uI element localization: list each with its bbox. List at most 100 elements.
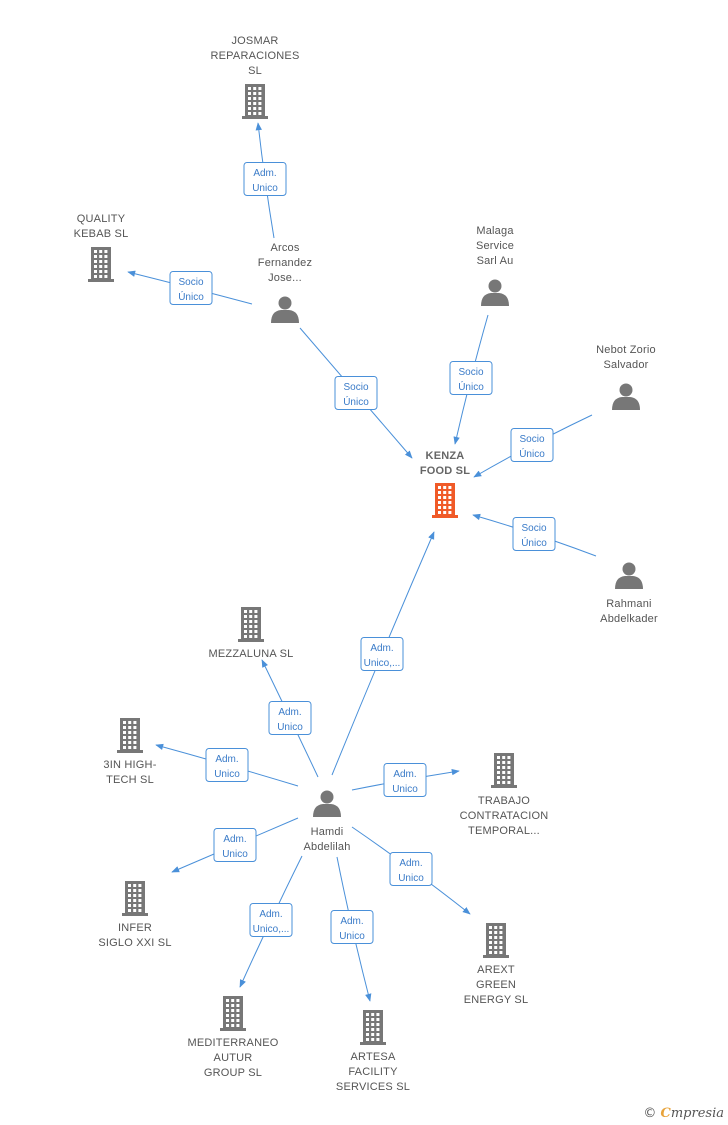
edge-arcos-to-josmar[interactable]: Adm.Unico bbox=[243, 122, 287, 239]
edge-hamdi-to-mediterraneo[interactable]: Adm.Unico,... bbox=[239, 855, 303, 988]
person-head bbox=[622, 562, 636, 576]
edge-label-text: Unico bbox=[398, 873, 424, 884]
building-window bbox=[128, 721, 132, 724]
building-window bbox=[366, 1013, 369, 1016]
building-window bbox=[104, 260, 108, 263]
building-window bbox=[253, 92, 257, 95]
building-window bbox=[133, 899, 137, 902]
building-window bbox=[366, 1023, 369, 1026]
edge-label-text: Adm. bbox=[215, 754, 238, 765]
building-window bbox=[254, 615, 258, 618]
edge-hamdi-to-arext[interactable]: Adm.Unico bbox=[351, 826, 471, 915]
building-window bbox=[123, 731, 126, 734]
building-window bbox=[499, 951, 503, 954]
node-label: Rahmani bbox=[606, 598, 651, 610]
node-arcos[interactable]: ArcosFernandezJose... bbox=[258, 242, 312, 323]
building-icon bbox=[88, 247, 114, 282]
building-window bbox=[448, 511, 452, 514]
building-window bbox=[366, 1018, 369, 1021]
building-window bbox=[376, 1013, 380, 1016]
empresia-logo[interactable]: Cmpresia bbox=[660, 1106, 725, 1121]
building-window bbox=[236, 1014, 240, 1017]
node-trabajo[interactable]: TRABAJOCONTRATACIONTEMPORAL... bbox=[460, 753, 549, 837]
building-window bbox=[128, 889, 131, 892]
building-window bbox=[448, 501, 452, 504]
building-window bbox=[128, 904, 131, 907]
edge-hamdi-to-infer[interactable]: Adm.Unico bbox=[171, 817, 299, 873]
edge-label-text: Adm. bbox=[370, 643, 393, 654]
building-window bbox=[249, 610, 253, 613]
node-mezzaluna[interactable]: MEZZALUNA SL bbox=[209, 607, 294, 660]
person-icon bbox=[271, 296, 299, 323]
building-window bbox=[248, 112, 251, 115]
edge-hamdi-to-artesa[interactable]: Adm.Unico bbox=[330, 856, 374, 1002]
building-window bbox=[248, 107, 251, 110]
edge-label-text: Unico bbox=[392, 784, 418, 795]
building-window bbox=[138, 904, 142, 907]
building-window bbox=[104, 275, 108, 278]
building-window bbox=[497, 766, 500, 769]
building-base bbox=[88, 279, 114, 282]
building-window bbox=[489, 951, 492, 954]
building-window bbox=[258, 92, 262, 95]
building-window bbox=[249, 615, 253, 618]
building-window bbox=[99, 250, 103, 253]
building-window bbox=[443, 501, 447, 504]
building-window bbox=[376, 1018, 380, 1021]
edge-hamdi-to-trabajo[interactable]: Adm.Unico bbox=[351, 763, 460, 797]
node-label: Salvador bbox=[603, 359, 648, 371]
node-label: ENERGY SL bbox=[464, 994, 529, 1006]
building-window bbox=[94, 275, 97, 278]
building-window bbox=[133, 904, 137, 907]
building-window bbox=[133, 889, 137, 892]
building-window bbox=[231, 1019, 235, 1022]
building-window bbox=[438, 501, 441, 504]
building-window bbox=[226, 1004, 229, 1007]
building-window bbox=[371, 1023, 375, 1026]
building-window bbox=[244, 625, 247, 628]
building-window bbox=[376, 1023, 380, 1026]
building-base bbox=[117, 750, 143, 753]
edge-label-box bbox=[389, 852, 433, 886]
edge-hamdi-to-mezzaluna[interactable]: Adm.Unico bbox=[261, 659, 319, 778]
edge-label-text: Socio bbox=[519, 434, 544, 445]
building-window bbox=[226, 1019, 229, 1022]
building-window bbox=[502, 766, 506, 769]
building-window bbox=[99, 270, 103, 273]
edge-hamdi-to-3in[interactable]: Adm.Unico bbox=[155, 743, 299, 787]
node-3in[interactable]: 3IN HIGH-TECH SL bbox=[103, 718, 157, 786]
building-window bbox=[502, 771, 506, 774]
building-window bbox=[128, 736, 132, 739]
building-window bbox=[438, 511, 441, 514]
edge-label-text: Unico bbox=[339, 931, 365, 942]
building-window bbox=[494, 926, 498, 929]
building-window bbox=[104, 265, 108, 268]
node-label: GREEN bbox=[476, 979, 516, 991]
building-window bbox=[248, 87, 251, 90]
node-label: GROUP SL bbox=[204, 1067, 262, 1079]
building-window bbox=[254, 620, 258, 623]
node-label: SERVICES SL bbox=[336, 1081, 410, 1093]
building-window bbox=[123, 726, 126, 729]
edge-hamdi-to-kenza[interactable]: Adm.Unico,... bbox=[331, 531, 435, 776]
person-body bbox=[615, 576, 643, 589]
node-label: Service bbox=[476, 240, 514, 252]
building-window bbox=[494, 941, 498, 944]
building-window bbox=[254, 635, 258, 638]
